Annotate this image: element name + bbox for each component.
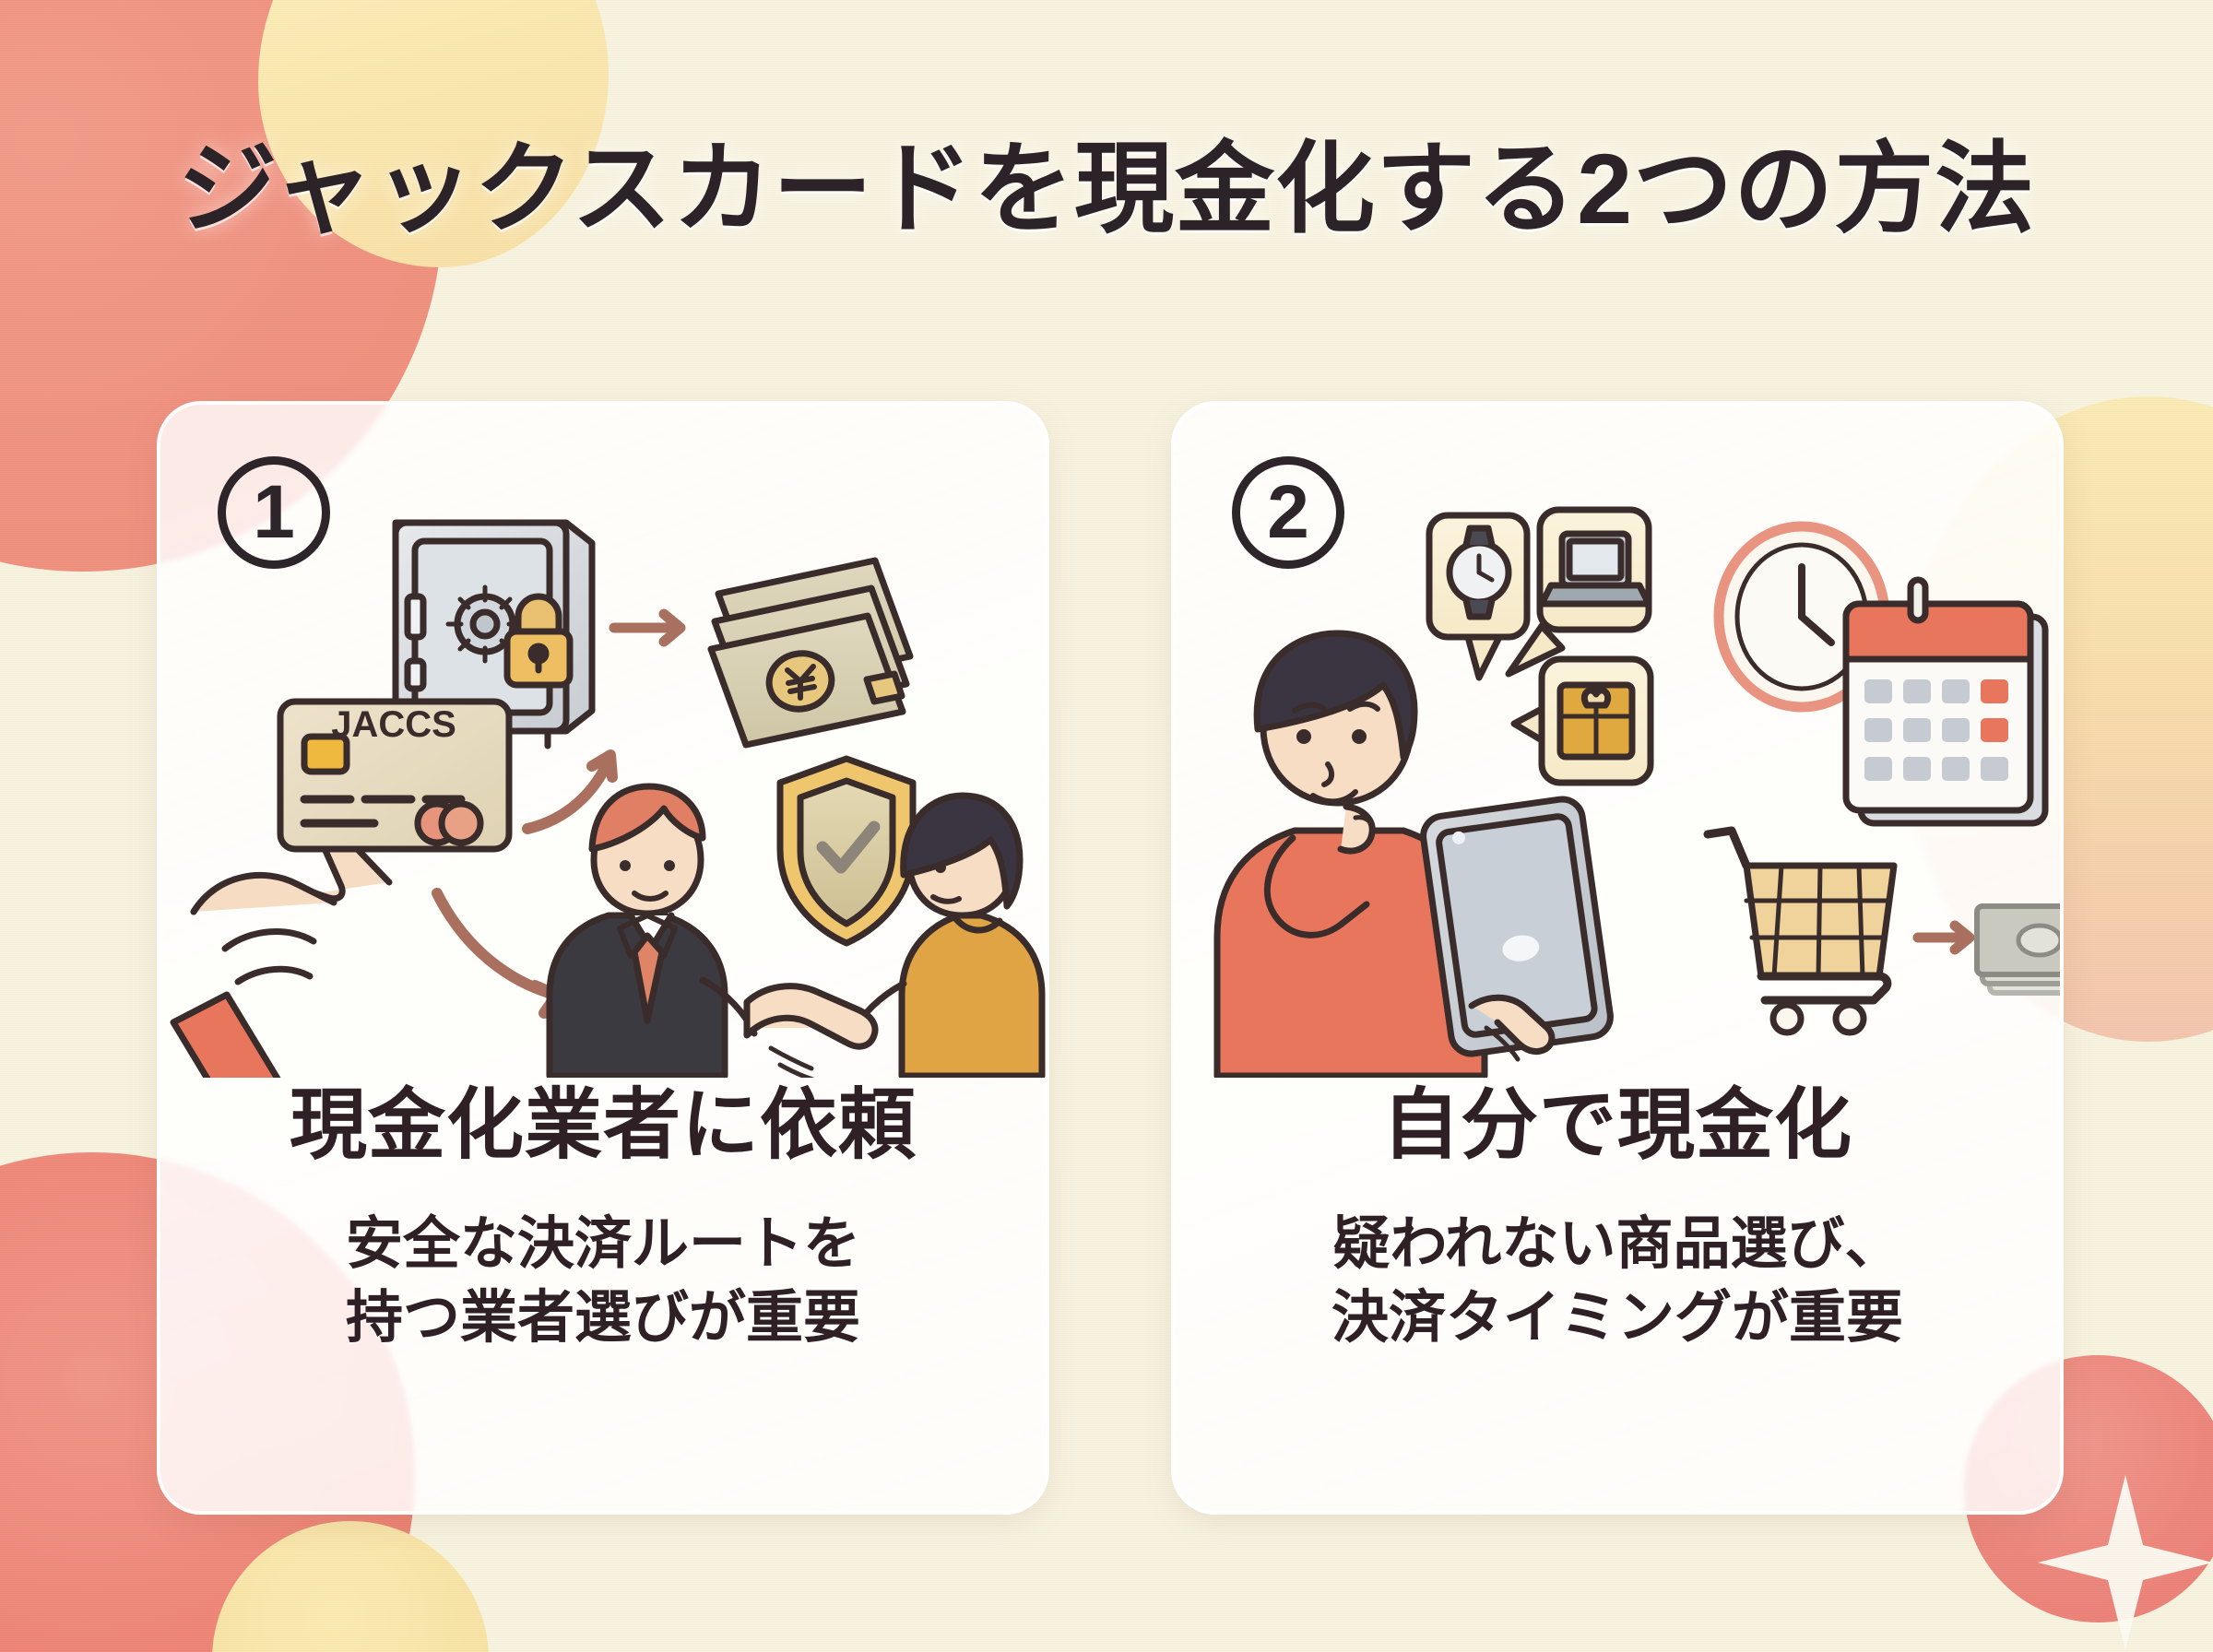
businessman-figure [546,783,758,1078]
arrow-up-right-icon [522,749,618,834]
arrow-down-right-icon [432,888,562,1019]
handshake-icon [743,983,879,1078]
watch-bubble-icon [1426,512,1531,681]
card-1-heading: 現金化業者に依頼 [289,1081,917,1168]
page-title: ジャックスカードを現金化する2つの方法 [177,133,2036,244]
gift-card-bubble-icon [1510,655,1654,786]
card-1-subtitle: 安全な決済ルートを 持つ業者選びが重要 [192,1208,1014,1354]
card-2-subtitle-line2: 決済タイミングが重要 [1331,1285,1903,1350]
card-2-heading: 自分で現金化 [1381,1081,1852,1168]
method-card-1: 1 [157,401,1049,1515]
arrow-right-icon [609,608,686,647]
laptop-bubble-icon [1505,506,1652,678]
hand-holding-card-icon [170,830,393,1078]
card-1-caption: 現金化業者に依頼 安全な決済ルートを 持つ業者選びが重要 [160,1082,1046,1354]
method-card-2: 2 [1171,401,2064,1515]
calendar-icon [1842,576,2049,827]
card-brand-label: JACCS [331,704,456,745]
card-2-subtitle: 疑われない商品選び、 決済タイミングが重要 [1206,1208,2029,1354]
card-1-subtitle-line1: 安全な決済ルートを [345,1212,860,1277]
self-cashing-illustration [1175,432,2060,1078]
shield-check-icon [776,755,917,947]
safe-with-lock-icon [392,519,596,749]
card-2-caption: 自分で現金化 疑われない商品選び、 決済タイミングが重要 [1175,1082,2060,1354]
jaccs-credit-card-icon: JACCS [277,698,513,853]
tablet-device-icon [1420,796,1614,1062]
step-badge-2: 2 [1232,456,1344,569]
yen-banknotes-icon [707,557,914,749]
thinking-person-figure [1213,630,1488,1078]
customer-figure [848,792,1046,1078]
card-1-subtitle-line2: 持つ業者選びが重要 [345,1285,860,1350]
shopping-cart-icon [1703,826,1898,1036]
arrow-right-icon [1912,920,1975,955]
banknote-icon [1974,903,2060,996]
step-badge-1: 1 [218,456,330,569]
card-to-broker-illustration: JACCS [160,432,1046,1078]
card-2-subtitle-line1: 疑われない商品選び、 [1332,1212,1902,1277]
